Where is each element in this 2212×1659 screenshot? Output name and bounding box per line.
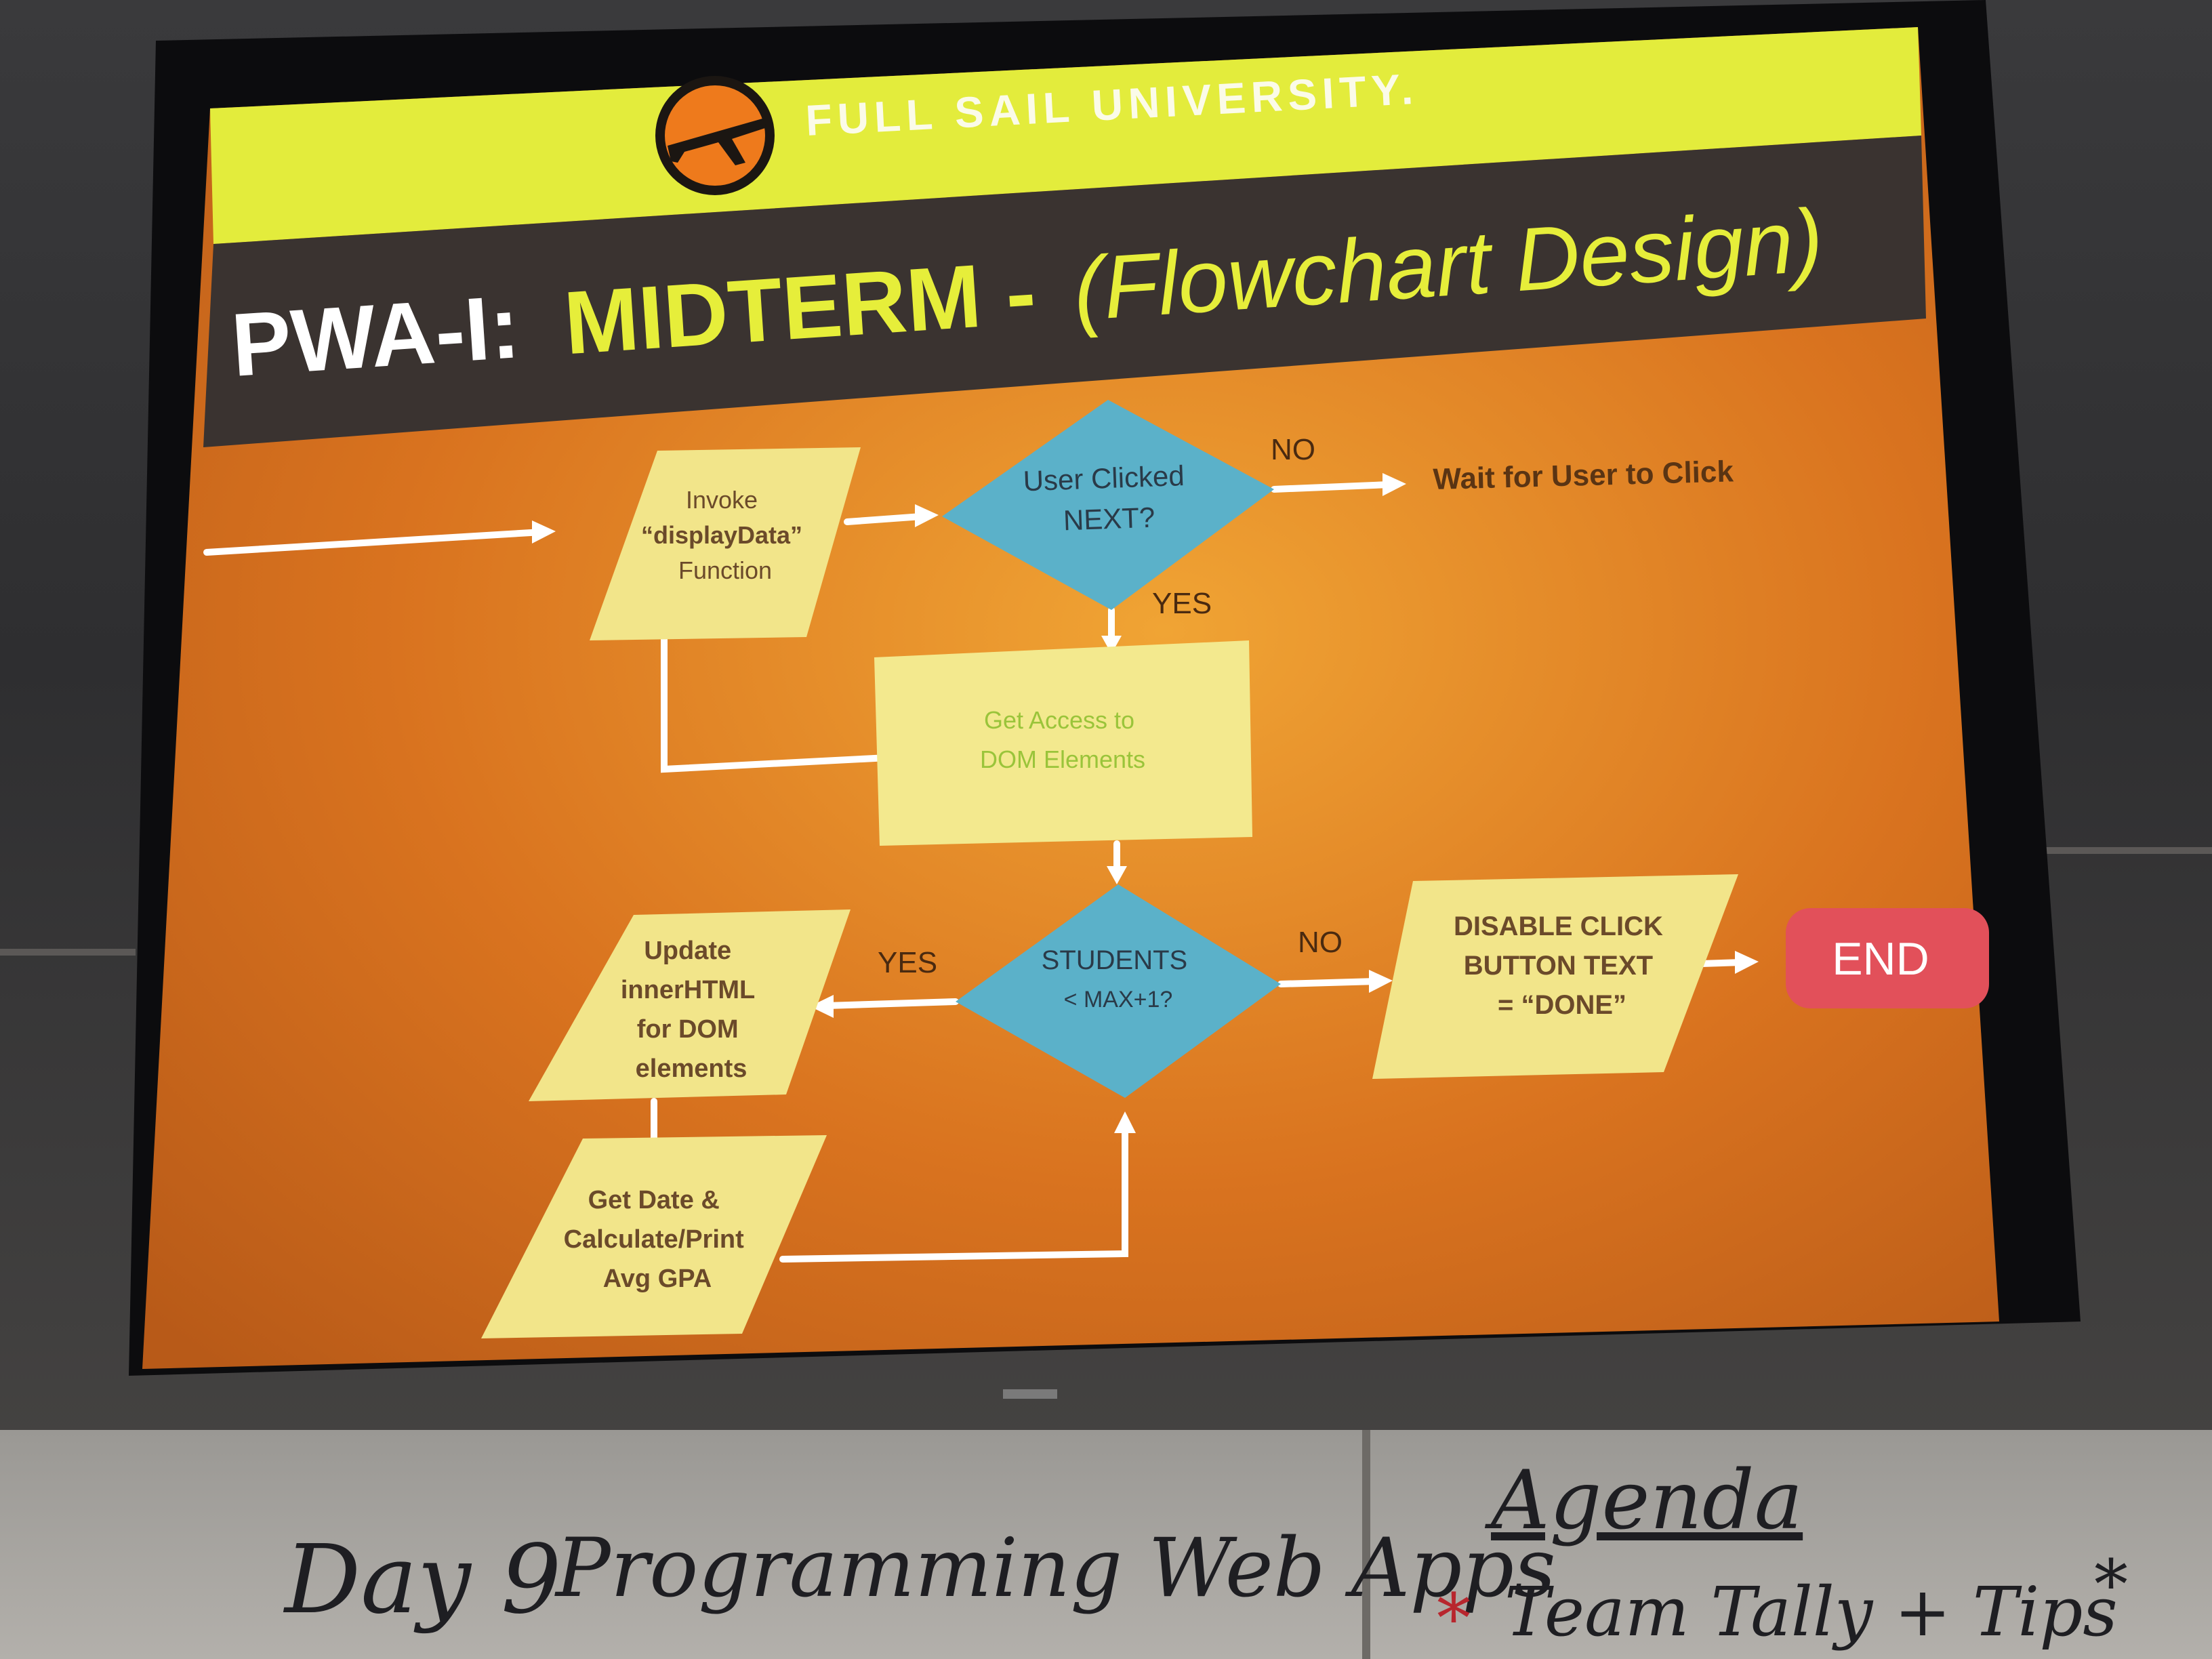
- arrowhead: [1382, 473, 1406, 496]
- dom-access-shape: [874, 640, 1252, 846]
- invoke-shape: [590, 447, 861, 640]
- disable-shape: [1372, 874, 1738, 1079]
- arrow-no1: [1271, 481, 1393, 493]
- arrowhead: [810, 995, 834, 1018]
- title-band: [203, 136, 1926, 447]
- whiteboard-day-label: Day 9: [285, 1525, 562, 1635]
- whiteboard: [0, 1430, 2212, 1659]
- wall-tile-line: [2006, 847, 2212, 854]
- airplane-logo-icon: [655, 76, 775, 195]
- update-text: Update innerHTML for DOM elements: [621, 937, 762, 1083]
- arrowhead: [1369, 970, 1393, 993]
- arrow-yes2: [823, 998, 959, 1009]
- dom-access-text: Get Access to DOM Elements: [980, 706, 1145, 773]
- invoke-text: Invoke “displayData” Function: [641, 486, 809, 584]
- whiteboard-bullet-icon: *: [2094, 1545, 2128, 1624]
- arrow-invoke-dom: [661, 634, 891, 773]
- title-prefix: PWA-I:: [228, 276, 523, 395]
- wait-text: Wait for User to Click: [1433, 455, 1734, 496]
- decision2-text: STUDENTS < MAX+1?: [1042, 945, 1195, 1012]
- arrowhead: [1101, 636, 1122, 654]
- gpa-shape: [481, 1135, 827, 1338]
- arrowhead: [1735, 951, 1759, 974]
- flowchart: [203, 473, 1759, 1263]
- decision1-text: User Clicked NEXT?: [1023, 459, 1194, 538]
- disable-text: DISABLE CLICK BUTTON TEXT = “DONE”: [1454, 912, 1671, 1020]
- arrowhead: [915, 504, 939, 527]
- label-yes1: YES: [1152, 587, 1212, 620]
- decision1-shape: [942, 400, 1274, 610]
- label-no1: NO: [1271, 433, 1315, 466]
- arrow-invoke-decision1: [844, 513, 925, 525]
- arrow-entry: [203, 529, 546, 556]
- projector-screen: FULL SAIL UNIVERSITY. PWA-I: MIDTERM - (…: [129, 0, 2081, 1399]
- arrow-gpa-decision2: [779, 1125, 1128, 1263]
- whiteboard-agenda-bullet: *: [1437, 1579, 1471, 1658]
- arrow-no2: [1277, 978, 1379, 987]
- arrowhead: [1114, 1111, 1136, 1133]
- end-shape: [1786, 908, 1989, 1008]
- header-band: [210, 27, 1921, 244]
- whiteboard-divider: [1362, 1430, 1370, 1659]
- gpa-text: Get Date & Calculate/Print Avg GPA: [564, 1186, 752, 1293]
- whiteboard-agenda-title: Agenda: [1491, 1454, 1803, 1548]
- label-no2: NO: [1298, 926, 1343, 959]
- arrowhead: [532, 520, 556, 544]
- decision2-shape: [956, 884, 1281, 1098]
- wall-tile-line: [0, 949, 136, 956]
- whiteboard-course: Programming Web Apps: [556, 1521, 1556, 1616]
- whiteboard-agenda-item: Team Tally + Tips: [1504, 1572, 2118, 1652]
- end-text: END: [1832, 933, 1929, 985]
- update-shape: [529, 909, 851, 1101]
- arrowhead: [1107, 866, 1127, 884]
- label-yes2: YES: [878, 946, 937, 979]
- screen-label: [1003, 1389, 1057, 1399]
